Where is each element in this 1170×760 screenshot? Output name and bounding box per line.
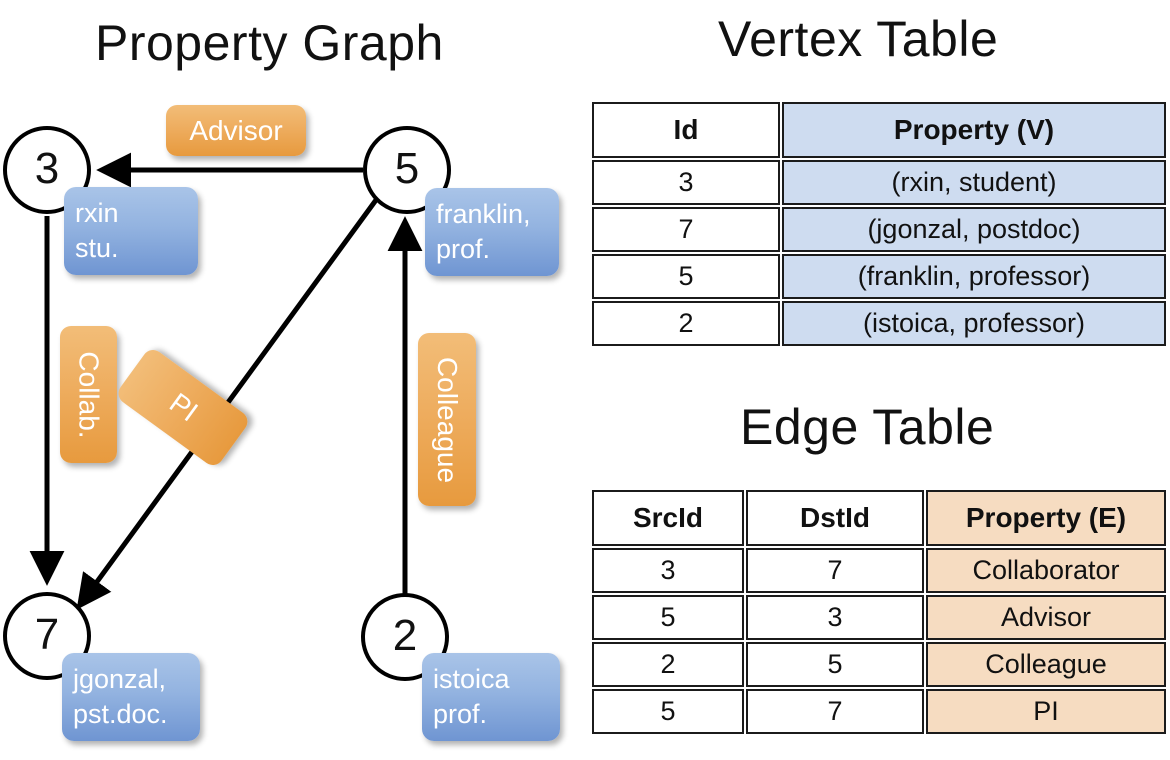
vertex-table: Id Property (V) 3 (rxin, student) 7 (jgo… bbox=[590, 100, 1168, 348]
vertex-table-header-property: Property (V) bbox=[782, 102, 1166, 158]
vertex-cell-property: (jgonzal, postdoc) bbox=[782, 207, 1166, 252]
edge-cell-property: PI bbox=[926, 689, 1166, 734]
vertex-cell-id: 3 bbox=[592, 160, 780, 205]
edge-cell-property: Advisor bbox=[926, 595, 1166, 640]
graph-node-2-property-line2: prof. bbox=[433, 698, 488, 729]
edge-cell-property: Colleague bbox=[926, 642, 1166, 687]
graph-node-2-property-line1: istoica bbox=[433, 664, 510, 694]
graph-node-5[interactable]: 5 bbox=[363, 126, 451, 214]
edge-table-header-row: SrcId DstId Property (E) bbox=[592, 490, 1166, 546]
edge-table-header-srcid: SrcId bbox=[592, 490, 744, 546]
vertex-cell-property: (rxin, student) bbox=[782, 160, 1166, 205]
table-row: 3 7 Collaborator bbox=[592, 548, 1166, 593]
table-row: 7 (jgonzal, postdoc) bbox=[592, 207, 1166, 252]
edge-table-header-property: Property (E) bbox=[926, 490, 1166, 546]
graph-node-7-label: 7 bbox=[34, 610, 60, 659]
edge-cell-srcid: 5 bbox=[592, 689, 744, 734]
graph-edge-label-colleague: Colleague bbox=[418, 333, 476, 506]
edge-table-header-dstid: DstId bbox=[746, 490, 924, 546]
table-row: 5 7 PI bbox=[592, 689, 1166, 734]
graph-node-3-property-line1: rxin bbox=[75, 198, 119, 228]
edge-cell-srcid: 3 bbox=[592, 548, 744, 593]
graph-node-2-label: 2 bbox=[392, 611, 418, 660]
graph-node-5-property-line1: franklin, bbox=[436, 199, 531, 229]
graph-node-7-property-line1: jgonzal, bbox=[73, 664, 167, 694]
vertex-cell-id: 7 bbox=[592, 207, 780, 252]
edge-cell-srcid: 5 bbox=[592, 595, 744, 640]
table-row: 5 3 Advisor bbox=[592, 595, 1166, 640]
graph-node-2[interactable]: 2 bbox=[361, 593, 449, 681]
vertex-cell-property: (franklin, professor) bbox=[782, 254, 1166, 299]
graph-node-5-property-box: franklin, prof. bbox=[425, 188, 559, 276]
page-title-property-graph: Property Graph bbox=[95, 15, 444, 71]
table-row: 5 (franklin, professor) bbox=[592, 254, 1166, 299]
edge-table: SrcId DstId Property (E) 3 7 Collaborato… bbox=[590, 488, 1168, 736]
graph-node-7-property-box: jgonzal, pst.doc. bbox=[62, 653, 200, 741]
vertex-cell-id: 2 bbox=[592, 301, 780, 346]
graph-edge-label-collab: Collab. bbox=[60, 326, 117, 463]
graph-node-7-property-line2: pst.doc. bbox=[73, 698, 168, 729]
vertex-table-header-row: Id Property (V) bbox=[592, 102, 1166, 158]
vertex-cell-property: (istoica, professor) bbox=[782, 301, 1166, 346]
vertex-cell-id: 5 bbox=[592, 254, 780, 299]
graph-node-2-property-box: istoica prof. bbox=[422, 653, 560, 741]
property-graph-diagram: 3 5 7 2 rxin stu. franklin, prof. jgonza… bbox=[3, 105, 560, 741]
page-title-edge-table: Edge Table bbox=[740, 399, 995, 455]
vertex-table-header-id: Id bbox=[592, 102, 780, 158]
graph-node-3-property-line2: stu. bbox=[75, 232, 119, 263]
graph-node-3-property-box: rxin stu. bbox=[64, 187, 198, 275]
graph-node-3-label: 3 bbox=[34, 144, 60, 193]
graph-edge-label-advisor: Advisor bbox=[166, 105, 306, 156]
edge-cell-dstid: 5 bbox=[746, 642, 924, 687]
edge-cell-dstid: 3 bbox=[746, 595, 924, 640]
table-row: 3 (rxin, student) bbox=[592, 160, 1166, 205]
edge-cell-dstid: 7 bbox=[746, 689, 924, 734]
page-title-vertex-table: Vertex Table bbox=[718, 11, 999, 67]
edge-cell-dstid: 7 bbox=[746, 548, 924, 593]
edge-cell-srcid: 2 bbox=[592, 642, 744, 687]
table-row: 2 (istoica, professor) bbox=[592, 301, 1166, 346]
table-row: 2 5 Colleague bbox=[592, 642, 1166, 687]
graph-node-5-label: 5 bbox=[394, 144, 420, 193]
graph-node-5-property-line2: prof. bbox=[436, 233, 491, 264]
edge-cell-property: Collaborator bbox=[926, 548, 1166, 593]
